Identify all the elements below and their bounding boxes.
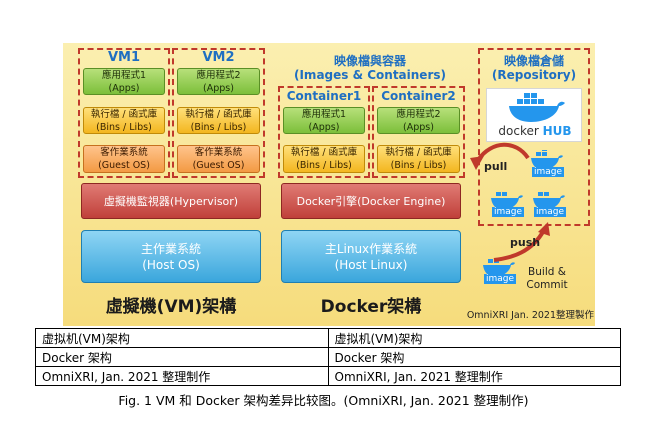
image-label: image [534, 207, 567, 217]
pull-arrow [470, 142, 530, 170]
container2-frame [372, 86, 465, 178]
container2-app-box: 應用程式2 (Apps) [377, 107, 460, 134]
table-cell: OmniXRI, Jan. 2021 整理制作 [327, 366, 621, 386]
vm1-title: VM1 [107, 50, 141, 65]
vm1-frame [78, 48, 170, 178]
vm2-app-line2: (Apps) [203, 82, 234, 94]
vm1-os-line2: (Guest OS) [98, 160, 150, 171]
vm2-frame [172, 48, 265, 178]
host-linux-line1: 主Linux作業系統 [324, 241, 418, 256]
table-row: OmniXRI, Jan. 2021 整理制作 OmniXRI, Jan. 20… [35, 366, 621, 386]
table-row: 虚拟机(VM)架构 虚拟机(VM)架构 [35, 328, 621, 348]
repository-header-line1: 映像檔倉儲 [503, 54, 564, 68]
docker-hub-text: docker HUB [487, 124, 583, 138]
container1-title: Container1 [286, 89, 362, 103]
image-whale-top: image [526, 147, 566, 182]
container2-libs-box: 執行檔 / 函式庫 (Bins / Libs) [377, 145, 460, 173]
vm2-libs-box: 執行檔 / 函式庫 (Bins / Libs) [177, 107, 260, 134]
table-cell: Docker 架构 [327, 347, 621, 367]
docker-hub-suffix: HUB [542, 124, 572, 138]
container2-app-line1: 應用程式2 [396, 108, 441, 120]
build-commit-label: Build & Commit [522, 266, 572, 292]
host-linux-box: 主Linux作業系統 (Host Linux) [281, 230, 461, 283]
docker-whale-icon [509, 93, 565, 122]
vm1-os-box: 客作業系統 (Guest OS) [83, 145, 165, 173]
comparison-table: 虚拟机(VM)架构 虚拟机(VM)架构 Docker 架构 Docker 架构 … [35, 328, 621, 386]
docker-hub-logo: docker HUB [486, 88, 582, 142]
pull-label: pull [484, 160, 508, 173]
vm2-app-box: 應用程式2 (Apps) [177, 68, 260, 95]
host-os-line2: (Host OS) [142, 257, 200, 272]
container1-app-line2: (Apps) [308, 121, 340, 133]
images-containers-header-line2: (Images & Containers) [293, 68, 446, 82]
vm2-os-box: 客作業系統 (Guest OS) [177, 145, 260, 173]
container1-frame [278, 86, 370, 178]
container1-app-line1: 應用程式1 [301, 108, 347, 120]
docker-engine-box: Docker引擎(Docker Engine) [281, 183, 461, 219]
images-containers-header-line1: 映像檔與容器 [333, 54, 406, 68]
hypervisor-box: 虛擬機監視器(Hypervisor) [81, 183, 261, 219]
vm2-libs-line2: (Bins / Libs) [190, 121, 247, 133]
table-cell: 虚拟机(VM)架构 [35, 328, 329, 348]
repository-header-line2: (Repository) [491, 68, 577, 82]
vm1-os-line1: 客作業系統 [100, 147, 148, 158]
image-label: image [484, 274, 517, 284]
table-cell: Docker 架构 [35, 347, 329, 367]
container1-libs-line1: 執行檔 / 函式庫 [290, 147, 358, 158]
host-linux-line2: (Host Linux) [334, 257, 408, 272]
vm-architecture-label: 虛擬機(VM)架構 [105, 297, 237, 317]
vm2-os-line2: (Guest OS) [192, 160, 245, 171]
docker-hub-word: docker [498, 124, 539, 138]
table-row: Docker 架构 Docker 架构 [35, 347, 621, 367]
vm1-libs-line2: (Bins / Libs) [96, 121, 152, 133]
container2-libs-line2: (Bins / Libs) [390, 160, 447, 171]
repository-frame [478, 48, 590, 226]
vm1-app-line1: 應用程式1 [101, 69, 147, 81]
host-os-box: 主作業系統 (Host OS) [81, 230, 261, 283]
vm2-os-line1: 客作業系統 [194, 147, 243, 158]
build-commit-line2: Commit [526, 279, 568, 291]
image-whale-icon [491, 192, 523, 210]
container2-libs-line1: 執行檔 / 函式庫 [385, 147, 452, 158]
vm1-app-line2: (Apps) [108, 82, 140, 94]
build-commit-line1: Build & [528, 266, 566, 278]
vm2-title: VM2 [202, 50, 235, 65]
container1-app-box: 應用程式1 (Apps) [283, 107, 365, 134]
container2-title: Container2 [381, 89, 456, 103]
container1-libs-box: 執行檔 / 函式庫 (Bins / Libs) [283, 145, 365, 173]
container2-app-line2: (Apps) [403, 121, 434, 133]
host-os-line1: 主作業系統 [140, 241, 201, 256]
image-label: image [492, 207, 525, 217]
docker-architecture-label: Docker架構 [320, 297, 422, 317]
vm2-libs-line1: 執行檔 / 函式庫 [185, 108, 252, 120]
table-cell: OmniXRI, Jan. 2021 整理制作 [35, 366, 329, 386]
image-whale-mid-right: image [528, 190, 568, 222]
vm1-libs-box: 執行檔 / 函式庫 (Bins / Libs) [83, 107, 165, 134]
vm1-libs-line1: 執行檔 / 函式庫 [90, 108, 158, 120]
vm1-app-box: 應用程式1 (Apps) [83, 68, 165, 95]
table-cell: 虚拟机(VM)架构 [327, 328, 621, 348]
push-label: push [510, 236, 541, 249]
image-whale-mid-left: image [486, 190, 526, 222]
container1-libs-line2: (Bins / Libs) [296, 160, 352, 171]
push-arrow [493, 222, 550, 262]
vm2-app-line1: 應用程式2 [196, 69, 241, 81]
figure-caption: Fig. 1 VM 和 Docker 架构差异比较图。(OmniXRI, Jan… [118, 393, 529, 408]
image-whale-icon [533, 192, 565, 210]
diagram-credit: OmniXRI Jan. 2021整理製作 [466, 310, 594, 321]
image-label: image [532, 167, 565, 177]
